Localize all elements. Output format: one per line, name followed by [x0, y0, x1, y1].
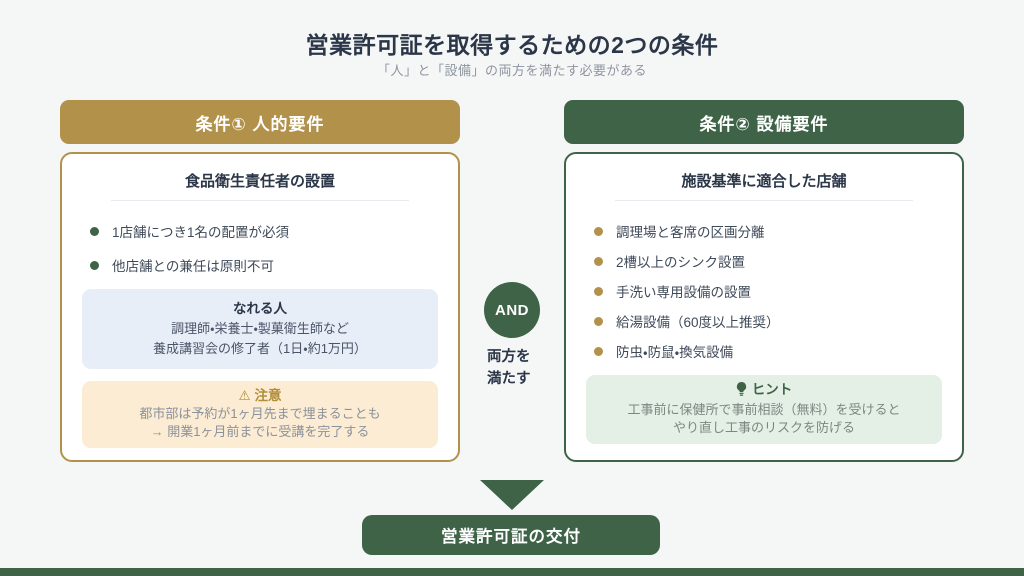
- result-label: 営業許可証の交付: [441, 528, 581, 546]
- condition1-card-title: 食品衛生責任者の設置: [184, 173, 335, 190]
- warning-line: 都市部は予約が1ヶ月先まで埋まることも: [139, 406, 381, 421]
- eligible-people-box: なれる人 調理師・栄養士・製菓衛生師など 養成講習会の修了者（1日・約1万円）: [82, 289, 438, 369]
- warning-box-title: ⚠注意: [88, 386, 432, 405]
- bullet-item: 手洗い専用設備の設置: [594, 281, 946, 301]
- warning-title-label: 注意: [254, 388, 282, 403]
- condition1-bullet-list: 1店舗につき1名の配置が必須 他店舗との兼任は原則不可: [78, 221, 442, 275]
- condition1-card: 食品衛生責任者の設置 1店舗につき1名の配置が必須 他店舗との兼任は原則不可 な…: [60, 152, 460, 462]
- and-caption-line: 両方を: [487, 349, 531, 365]
- bullet-item: 他店舗との兼任は原則不可: [90, 255, 442, 275]
- warning-icon: ⚠: [238, 388, 251, 403]
- bullet-dot-icon: [594, 226, 603, 236]
- and-connector-circle: AND: [484, 282, 540, 338]
- bottom-accent-bar: [0, 568, 1024, 576]
- condition2-bullet-list: 調理場と客席の区画分離 2槽以上のシンク設置 手洗い専用設備の設置 給湯設備（6…: [582, 221, 946, 361]
- bullet-label: 給湯設備（60度以上推奨）: [616, 315, 780, 330]
- bullet-dot-icon: [594, 286, 603, 296]
- divider: [614, 200, 914, 201]
- bullet-item: 1店舗につき1名の配置が必須: [90, 221, 442, 241]
- bullet-item: 2槽以上のシンク設置: [594, 251, 946, 271]
- bullet-item: 調理場と客席の区画分離: [594, 221, 946, 241]
- bullet-label: 他店舗との兼任は原則不可: [112, 259, 274, 274]
- bullet-label: 2槽以上のシンク設置: [616, 255, 746, 270]
- bullet-dot-icon: [594, 256, 603, 266]
- eligible-people-line: 養成講習会の修了者（1日・約1万円）: [153, 341, 367, 356]
- divider: [110, 200, 410, 201]
- bullet-dot-icon: [90, 260, 99, 270]
- bullet-label: 1店舗につき1名の配置が必須: [112, 225, 290, 240]
- hint-line: 工事前に保健所で事前相談（無料）を受けると: [627, 402, 901, 417]
- condition2-header: 条件② 設備要件: [564, 100, 964, 144]
- bullet-dot-icon: [90, 226, 99, 236]
- and-caption: 両方を 満たす: [487, 346, 547, 390]
- warning-line: → 開業1ヶ月前までに受講を完了する: [150, 424, 370, 439]
- bullet-dot-icon: [594, 346, 603, 356]
- bullet-item: 給湯設備（60度以上推奨）: [594, 311, 946, 331]
- condition2-card: 施設基準に適合した店舗 調理場と客席の区画分離 2槽以上のシンク設置 手洗い専用…: [564, 152, 964, 462]
- eligible-people-line: 調理師・栄養士・製菓衛生師など: [171, 321, 349, 336]
- condition1-header: 条件① 人的要件: [60, 100, 460, 144]
- hint-box-title: ヒント: [592, 380, 936, 401]
- bullet-dot-icon: [594, 316, 603, 326]
- condition2-card-title: 施設基準に適合した店舗: [681, 173, 847, 190]
- eligible-people-title: なれる人: [233, 301, 287, 316]
- hint-box: ヒント 工事前に保健所で事前相談（無料）を受けると やり直し工事のリスクを防げる: [586, 375, 942, 444]
- bullet-label: 調理場と客席の区画分離: [616, 225, 765, 240]
- result-node: 営業許可証の交付: [362, 515, 660, 555]
- and-label: AND: [495, 301, 529, 319]
- page-subtitle: 「人」と「設備」の両方を満たす必要がある: [376, 63, 647, 78]
- warning-box: ⚠注意 都市部は予約が1ヶ月先まで埋まることも → 開業1ヶ月前までに受講を完了…: [82, 381, 438, 448]
- and-caption-line: 満たす: [487, 371, 531, 387]
- page-title: 営業許可証を取得するための2つの条件: [305, 32, 719, 58]
- down-arrow-icon: [480, 480, 544, 510]
- hint-line: やり直し工事のリスクを防げる: [672, 420, 855, 435]
- bullet-item: 防虫・防鼠・換気設備: [594, 341, 946, 361]
- hint-title-label: ヒント: [751, 382, 793, 397]
- lightbulb-icon: [736, 382, 747, 401]
- bullet-label: 防虫・防鼠・換気設備: [616, 345, 734, 360]
- bullet-label: 手洗い専用設備の設置: [616, 285, 751, 300]
